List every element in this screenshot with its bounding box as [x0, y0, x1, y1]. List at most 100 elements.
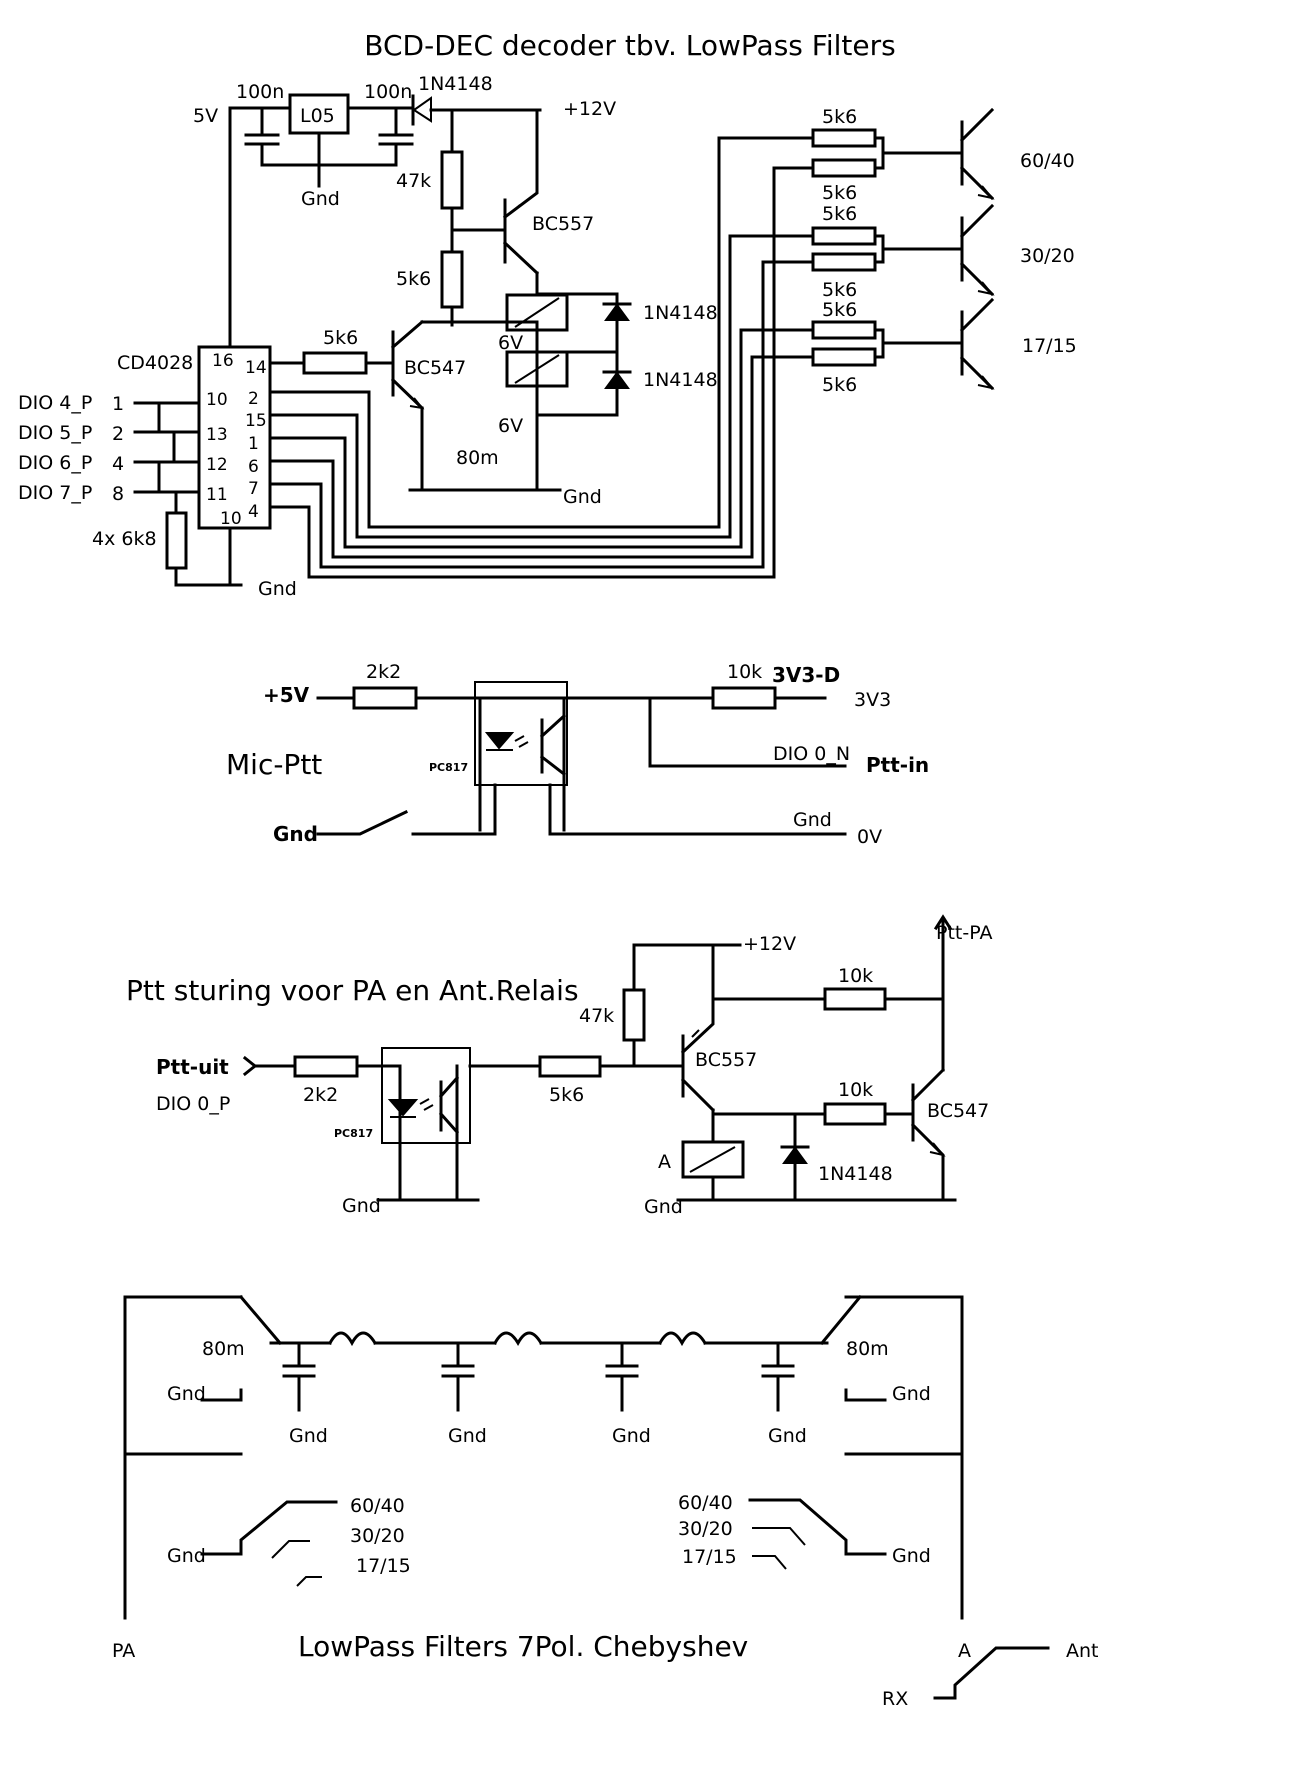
lowpass-section: Gnd Gnd Gnd Gnd 80m 80m Gnd Gnd Gnd 60/4…	[112, 1294, 1099, 1710]
net-3v3-d-label: 3V3-D	[772, 663, 840, 687]
relay-gnd-label: Gnd	[563, 486, 602, 508]
lpf-left-30-20: 30/20	[350, 1525, 405, 1547]
r-5k6-base-label: 5k6	[396, 268, 431, 290]
ptt-diode-label: 1N4148	[818, 1163, 893, 1185]
diode-top	[412, 96, 432, 123]
lpf-right-60-40: 60/40	[678, 1492, 733, 1514]
relay-diode-2-label: 1N4148	[643, 369, 718, 391]
ptt-control-title: Ptt sturing voor PA en Ant.Relais	[126, 974, 579, 1007]
mic-opto-led	[484, 732, 515, 750]
shunt-capacitors	[282, 1341, 795, 1412]
pulldown-resistor	[165, 511, 188, 570]
input-bit-4: 4	[112, 453, 124, 475]
npn-bc547-label: BC547	[404, 357, 466, 379]
output-transistors	[959, 107, 995, 391]
mic-r-2k2-label: 2k2	[366, 661, 401, 683]
input-bit-2: 2	[112, 423, 124, 445]
cap-gnd-4: Gnd	[768, 1425, 807, 1447]
mic-ptt-section: +5V 2k2 PC817 10k 3V3-D 3V3 DIO 0_N Ptt-…	[263, 661, 929, 848]
ptt-opto-label: PC817	[334, 1127, 373, 1140]
mic-ptt-title: Mic-Ptt	[226, 748, 322, 781]
out-r-5-label: 5k6	[822, 299, 857, 321]
lowpass-title: LowPass Filters 7Pol. Chebyshev	[298, 1630, 748, 1663]
mic-r-2k2	[352, 686, 418, 710]
mic-0v-label: 0V	[857, 826, 882, 848]
lpf-left-60-40: 60/40	[350, 1495, 405, 1517]
out-r-3-label: 5k6	[822, 203, 857, 225]
regulator-label: L05	[300, 105, 335, 127]
mic-opto-pc817	[474, 681, 568, 786]
label-5v: 5V	[193, 105, 218, 127]
input-dio5-label: DIO 5_P	[18, 422, 92, 444]
ic-pin-2: 2	[248, 389, 259, 409]
input-bit-8: 8	[112, 483, 124, 505]
pulldown-label: 4x 6k8	[92, 528, 157, 550]
mic-dio-in-label: DIO 0_N	[773, 743, 850, 765]
inductors	[327, 1331, 708, 1347]
ptt-r-10k-top	[823, 987, 887, 1011]
ptt-control-section: Ptt-uit DIO 0_P 2k2 PC817 Gnd 5k6 47k +1…	[156, 914, 992, 1218]
out-r-4-label: 5k6	[822, 279, 857, 301]
ic-pin-6: 6	[248, 457, 259, 477]
band-17-15-label: 17/15	[1022, 335, 1077, 357]
band-80m-label: 80m	[456, 447, 499, 469]
mic-opto-label: PC817	[429, 761, 468, 774]
rx-label: RX	[882, 1688, 908, 1710]
relay-diode-1-label: 1N4148	[643, 302, 718, 324]
ptt-pnp-label: BC557	[695, 1049, 757, 1071]
ant-relay-a-label: A	[958, 1640, 971, 1662]
ptt-r-5k6-label: 5k6	[549, 1084, 584, 1106]
lpf-left-17-15: 17/15	[356, 1555, 411, 1577]
lpf-gnd-sel-left-label: Gnd	[167, 1545, 206, 1567]
supply-12v-label: +12V	[563, 98, 616, 120]
input-bit-1: 1	[112, 393, 124, 415]
lpf-gnd-sel-right-label: Gnd	[892, 1545, 931, 1567]
input-dio4-label: DIO 4_P	[18, 392, 92, 414]
ic-pin-16: 16	[212, 351, 234, 371]
ic-gnd-label: Gnd	[258, 578, 297, 600]
ptt-gnd-relay-label: Gnd	[644, 1196, 683, 1218]
mic-r-10k	[711, 686, 777, 710]
pnp-bc557-label: BC557	[532, 213, 594, 235]
ic-pin-14: 14	[245, 358, 267, 378]
diode-top-label: 1N4148	[418, 73, 493, 95]
cap-100n-b-label: 100n	[364, 81, 412, 103]
ptt-gnd-opto-label: Gnd	[342, 1195, 381, 1217]
mic-gnd-right-label: Gnd	[793, 809, 832, 831]
ptt-relay-label: A	[658, 1151, 671, 1173]
ptt-dio-out-label: DIO 0_P	[156, 1093, 230, 1115]
lpf-80m-right-label: 80m	[846, 1338, 889, 1360]
input-dio6-label: DIO 6_P	[18, 452, 92, 474]
ic-pin-4: 4	[248, 502, 259, 522]
ptt-r-47k	[622, 988, 646, 1042]
lpf-right-17-15: 17/15	[682, 1546, 737, 1568]
cap-gnd-2: Gnd	[448, 1425, 487, 1447]
decoder-title: BCD-DEC decoder tbv. LowPass Filters	[364, 29, 895, 62]
ptt-supply-12v-label: +12V	[743, 933, 796, 955]
band-60-40-label: 60/40	[1020, 150, 1075, 172]
ic-pin-13: 13	[206, 425, 228, 445]
ptt-r-2k2-label: 2k2	[303, 1084, 338, 1106]
lpf-80m-left-label: 80m	[202, 1338, 245, 1360]
ptt-diode	[782, 1146, 808, 1164]
ptt-r-2k2	[293, 1055, 359, 1078]
ic-pin-12: 12	[206, 455, 228, 475]
lpf-pa-label: PA	[112, 1640, 135, 1662]
mic-gnd-left-label: Gnd	[273, 822, 318, 846]
relay-diode-2	[604, 371, 630, 389]
ic-pin-7: 7	[248, 479, 259, 499]
net-3v3-label: 3V3	[854, 689, 891, 711]
cap-gnd-1: Gnd	[289, 1425, 328, 1447]
relay-6v-1-label: 6V	[498, 332, 523, 354]
out-r-6-label: 5k6	[822, 374, 857, 396]
ic-cd4028-label: CD4028	[117, 352, 193, 374]
lpf-gnd-sw-right-label: Gnd	[892, 1383, 931, 1405]
relay-diode-1	[604, 303, 630, 321]
ic-pin-11: 11	[206, 485, 228, 505]
ptt-r-5k6	[538, 1055, 602, 1078]
mic-supply-label: +5V	[263, 683, 310, 707]
decoder-section: 5V L05 Gnd 100n 100n 1N4148 +12V 47k 5k6…	[18, 73, 1077, 600]
ic-pin-15: 15	[245, 411, 267, 431]
input-dio7-label: DIO 7_P	[18, 482, 92, 504]
r-47k-label: 47k	[396, 170, 431, 192]
